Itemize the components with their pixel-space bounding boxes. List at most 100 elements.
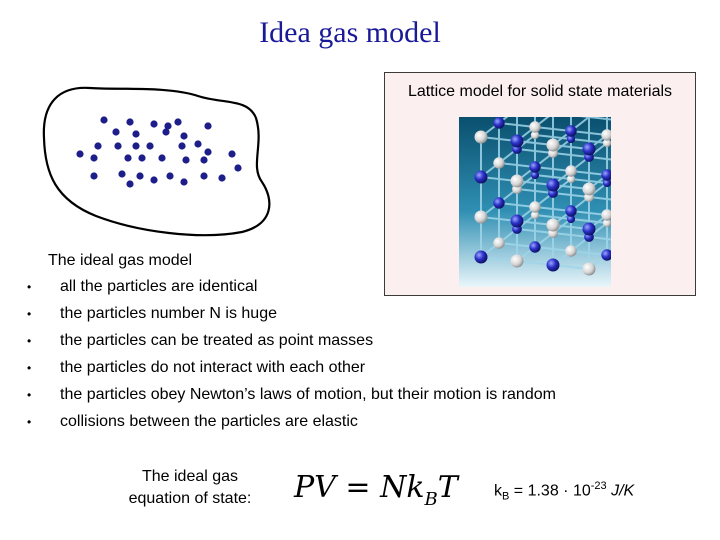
equation-equals: = [335,470,381,505]
lattice-atom [546,178,560,192]
assumption-list: • all the particles are identical • the pa… [20,277,556,439]
list-item-text: the particles obey Newton’s laws of moti… [60,386,556,403]
constant-unit: J/K [606,482,635,500]
lattice-atom [566,214,576,224]
list-item: • the particles do not interact with each… [20,358,556,385]
equation-rhs-sub: B [424,489,438,510]
lattice-atom [493,237,505,249]
equation-label: The ideal gas equation of state: [112,466,268,510]
gas-particle [178,142,186,150]
lattice-atom [602,178,611,188]
boltzmann-constant: kB = 1.38 · 10-23 J/K [494,480,634,503]
lattice-atom [529,161,541,173]
bullet-icon: • [27,280,32,294]
gas-particle [138,154,146,162]
gas-particle [150,120,158,128]
lattice-atom [510,214,524,228]
gas-particle [136,172,144,180]
constant-value: = 1.38 · 10 [509,482,591,500]
constant-subscript: B [502,490,510,503]
constant-symbol: k [494,482,502,500]
gas-particle [204,122,212,130]
lattice-atom [565,245,577,257]
gas-particle [126,180,134,188]
list-item: • the particles number N is huge [20,304,556,331]
equation-label-line2: equation of state: [128,490,252,507]
gas-particle [166,172,174,180]
lattice-atom [474,250,488,264]
gas-particle [118,170,126,178]
bullet-icon: • [27,334,32,348]
lattice-bond [570,130,608,136]
lattice-atom [566,134,576,144]
lattice-atom [602,138,611,148]
gas-particle [100,116,108,124]
gas-particle [234,164,242,172]
gas-container-diagram [42,86,271,237]
lattice-atom [546,258,560,272]
gas-particle [94,142,102,150]
gas-particle [204,148,212,156]
lattice-atom [510,134,524,148]
lattice-atom [493,117,505,129]
gas-particle [194,140,202,148]
gas-particle [132,142,140,150]
gas-container-outline [42,86,271,237]
gas-particle [76,150,84,158]
constant-exponent: -23 [590,480,607,492]
list-item-text: the particles can be treated as point ma… [60,332,374,349]
lattice-atom [565,205,577,217]
equation-label-line1: The ideal gas [141,468,239,485]
lattice-atom [530,210,540,220]
lattice-atom [601,129,611,141]
lattice-atom [601,249,611,261]
list-item: • the particles can be treated as point m… [20,331,556,358]
gas-particle [112,128,120,136]
lattice-bond [498,122,536,128]
list-item-text: the particles number N is huge [60,305,277,322]
bullet-icon: • [27,307,32,321]
list-item: •collisions between the particles are el… [20,412,556,439]
lattice-atom [582,182,596,196]
gas-particle [124,154,132,162]
gas-particles [76,116,242,188]
gas-particle [200,172,208,180]
lattice-atom [582,222,596,236]
lattice-atom [474,210,488,224]
lattice-atom [582,262,596,276]
lattice-atom [566,174,576,184]
lattice-atom [601,169,611,181]
lattice-atom [493,157,505,169]
lattice-atom [529,241,541,253]
lattice-atom [565,125,577,137]
lattice-atom [529,201,541,213]
gas-particle [180,178,188,186]
list-item-text: the particles do not interact with each … [60,359,366,376]
bullet-icon: • [27,388,32,402]
gas-particle [126,118,134,126]
lattice-atom [530,170,540,180]
ideal-gas-model-heading: The ideal gas model [48,252,193,269]
lattice-panel: Lattice model for solid state materials [384,72,696,296]
bullet-icon: • [27,361,32,375]
bullet-icon: • [27,415,32,429]
lattice-atom [474,130,488,144]
lattice-atom [510,174,524,188]
gas-particle [162,128,170,136]
gas-particle [90,154,98,162]
equation-rhs-main: Nk [380,470,425,505]
lattice-atom [546,138,560,152]
gas-particle [114,142,122,150]
lattice-atom [510,254,524,268]
list-item: • all the particles are identical [20,277,556,304]
gas-particle [200,156,208,164]
list-item-text: all the particles are identical [60,278,258,295]
gas-particle [150,176,158,184]
lattice-atom [601,209,611,221]
gas-particle [180,132,188,140]
gas-particle [164,122,172,130]
list-item: • the particles obey Newton’s laws of mot… [20,385,556,412]
lattice-bond [588,117,611,121]
gas-particle [90,172,98,180]
gas-particle [158,154,166,162]
